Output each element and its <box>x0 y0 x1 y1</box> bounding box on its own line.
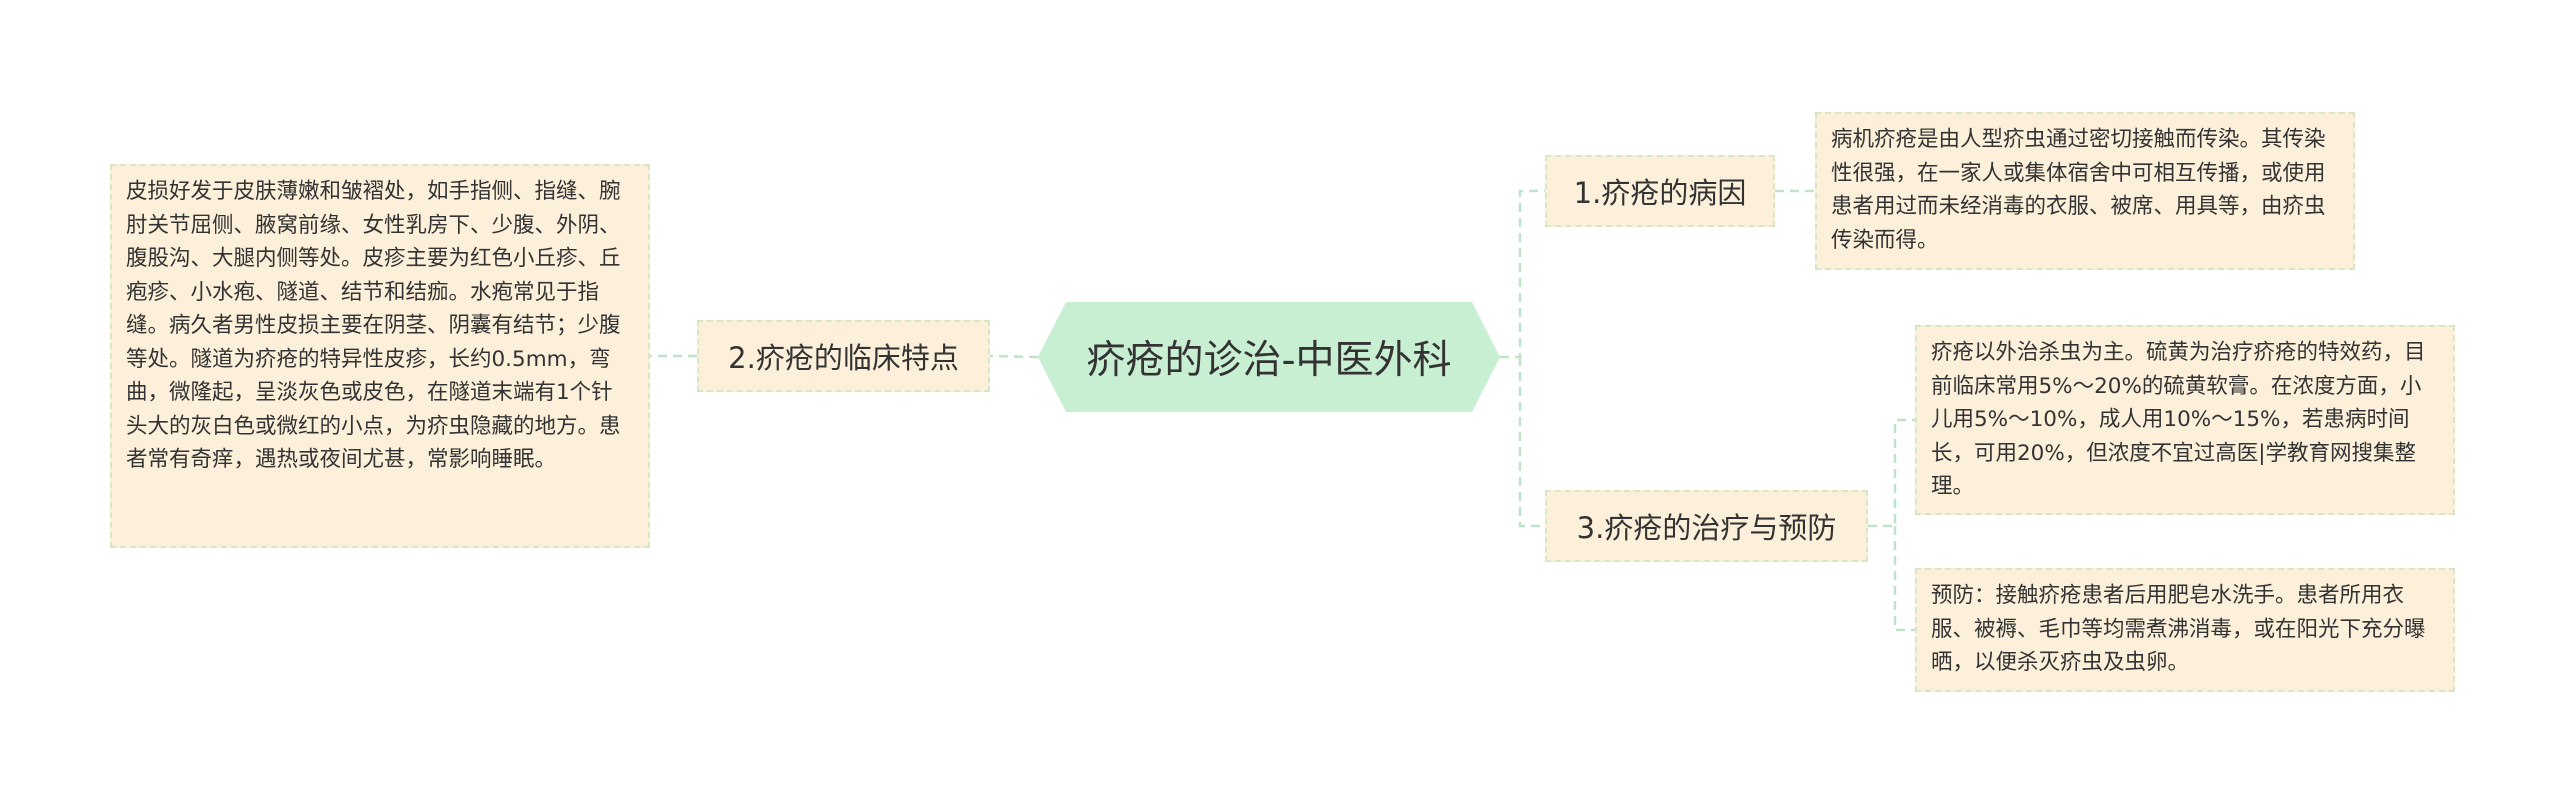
link-root-to-branch-1 <box>1500 189 1545 359</box>
detail-node-text: 皮损好发于皮肤薄嫩和皱褶处，如手指侧、指缝、腕肘关节屈侧、腋窝前缘、女性乳房下、… <box>126 179 621 472</box>
root-node-label: 疥疮的诊治-中医外科 <box>1086 338 1452 383</box>
mindmap-root-node[interactable]: 疥疮的诊治-中医外科 <box>1038 302 1500 412</box>
branch-node-etiology[interactable]: 1.疥疮的病因 <box>1545 155 1775 227</box>
link-branch-3-to-detail-1 <box>1868 418 1915 528</box>
link-branch-3-to-detail-2 <box>1893 526 1915 632</box>
branch-node-label: 2.疥疮的临床特点 <box>728 341 959 375</box>
detail-node-clinical-features[interactable]: 皮损好发于皮肤薄嫩和皱褶处，如手指侧、指缝、腕肘关节屈侧、腋窝前缘、女性乳房下、… <box>110 164 650 548</box>
detail-node-prevention[interactable]: 预防：接触疥疮患者后用肥皂水洗手。患者所用衣服、被褥、毛巾等均需煮沸消毒，或在阳… <box>1915 568 2455 692</box>
detail-node-text: 病机疥疮是由人型疥虫通过密切接触而传染。其传染性很强，在一家人或集体宿舍中可相互… <box>1831 127 2326 253</box>
detail-node-text: 预防：接触疥疮患者后用肥皂水洗手。患者所用衣服、被褥、毛巾等均需煮沸消毒，或在阳… <box>1931 583 2426 675</box>
branch-node-label: 1.疥疮的病因 <box>1573 176 1747 210</box>
detail-node-text: 疥疮以外治杀虫为主。硫黄为治疗疥疮的特效药，目前临床常用5%～20%的硫黄软膏。… <box>1931 340 2426 499</box>
detail-node-etiology[interactable]: 病机疥疮是由人型疥虫通过密切接触而传染。其传染性很强，在一家人或集体宿舍中可相互… <box>1815 112 2355 270</box>
detail-node-treatment[interactable]: 疥疮以外治杀虫为主。硫黄为治疗疥疮的特效药，目前临床常用5%～20%的硫黄软膏。… <box>1915 325 2455 515</box>
link-root-to-branch-2 <box>989 354 1039 359</box>
branch-node-clinical-features[interactable]: 2.疥疮的临床特点 <box>697 320 990 392</box>
branch-node-treatment-prevention[interactable]: 3.疥疮的治疗与预防 <box>1545 490 1868 562</box>
link-root-to-branch-3 <box>1518 357 1545 528</box>
branch-node-label: 3.疥疮的治疗与预防 <box>1576 511 1837 545</box>
